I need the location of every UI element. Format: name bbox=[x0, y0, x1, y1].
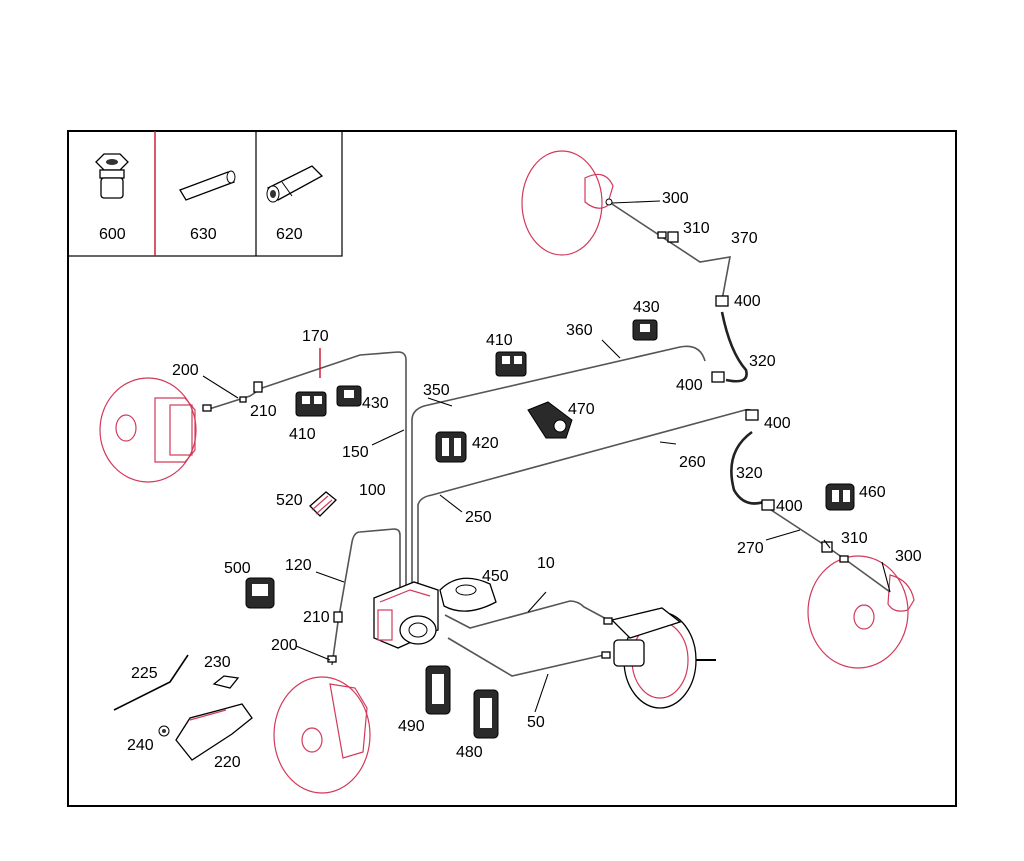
callout-260: 260 bbox=[679, 454, 706, 471]
callout-240: 240 bbox=[127, 737, 154, 754]
leader-lines bbox=[202, 200, 891, 713]
fittings bbox=[202, 231, 849, 663]
clip-430-upper bbox=[632, 319, 658, 341]
callout-310-upper: 310 bbox=[683, 220, 710, 237]
callout-450: 450 bbox=[482, 568, 509, 585]
nut-240 bbox=[158, 725, 170, 737]
callout-480: 480 bbox=[456, 744, 483, 761]
clip-460 bbox=[825, 483, 855, 511]
callout-460: 460 bbox=[859, 484, 886, 501]
callout-50: 50 bbox=[527, 714, 545, 731]
bracket-410-upper bbox=[495, 351, 527, 377]
grommet-450 bbox=[439, 577, 497, 612]
callout-10: 10 bbox=[537, 555, 555, 572]
clip-500 bbox=[245, 577, 275, 609]
cable-tie-225 bbox=[113, 654, 189, 711]
callout-200-upper: 200 bbox=[172, 362, 199, 379]
hex-socket-icon bbox=[266, 165, 324, 203]
clip-420 bbox=[435, 431, 467, 463]
clip-520 bbox=[309, 491, 337, 517]
callout-470: 470 bbox=[568, 401, 595, 418]
bracket-490 bbox=[425, 665, 451, 715]
clip-470 bbox=[527, 401, 573, 439]
callout-410-left: 410 bbox=[289, 426, 316, 443]
abs-hydraulic-unit bbox=[373, 581, 439, 649]
callout-370: 370 bbox=[731, 230, 758, 247]
callout-520: 520 bbox=[276, 492, 303, 509]
callout-170: 170 bbox=[302, 328, 329, 345]
callout-400-b: 400 bbox=[676, 377, 703, 394]
legend-label-630: 630 bbox=[190, 226, 217, 243]
callout-410-upper: 410 bbox=[486, 332, 513, 349]
callout-150: 150 bbox=[342, 444, 369, 461]
callout-430-left: 430 bbox=[362, 395, 389, 412]
callout-310-lower: 310 bbox=[841, 530, 868, 547]
callout-300-lower: 300 bbox=[895, 548, 922, 565]
front-left-brake-disc bbox=[99, 377, 197, 483]
legend-label-620: 620 bbox=[276, 226, 303, 243]
callout-300-upper: 300 bbox=[662, 190, 689, 207]
front-right-brake-disc bbox=[273, 676, 371, 794]
legend-label-600: 600 bbox=[99, 226, 126, 243]
rear-left-brake-disc bbox=[807, 555, 915, 669]
callout-430-upper: 430 bbox=[633, 299, 660, 316]
callout-100: 100 bbox=[359, 482, 386, 499]
callout-490: 490 bbox=[398, 718, 425, 735]
callout-210-upper: 210 bbox=[250, 403, 277, 420]
callout-400-d: 400 bbox=[776, 498, 803, 515]
callout-230: 230 bbox=[204, 654, 231, 671]
brake-lines bbox=[205, 203, 891, 677]
callout-400-c: 400 bbox=[764, 415, 791, 432]
diagram-frame bbox=[67, 130, 957, 807]
callout-labels: 10 50 100 120 150 170 200 200 210 210 22… bbox=[127, 190, 922, 771]
clip-430-left bbox=[336, 385, 362, 407]
bracket-220 bbox=[175, 703, 253, 761]
callout-200-lower: 200 bbox=[271, 637, 298, 654]
callout-360: 360 bbox=[566, 322, 593, 339]
callout-270: 270 bbox=[737, 540, 764, 557]
legend-box: 600 630 620 bbox=[67, 130, 343, 257]
adapter-nut-icon bbox=[95, 153, 129, 199]
callout-225: 225 bbox=[131, 665, 158, 682]
callout-120: 120 bbox=[285, 557, 312, 574]
rear-right-brake-disc bbox=[521, 150, 614, 256]
sleeve-icon bbox=[179, 170, 236, 201]
brake-booster bbox=[610, 607, 716, 709]
callout-350: 350 bbox=[423, 382, 450, 399]
callout-320-upper: 320 bbox=[749, 353, 776, 370]
callout-220: 220 bbox=[214, 754, 241, 771]
bracket-410-left bbox=[295, 391, 327, 417]
callout-420: 420 bbox=[472, 435, 499, 452]
callout-400-a: 400 bbox=[734, 293, 761, 310]
clip-230 bbox=[212, 675, 240, 689]
callout-250: 250 bbox=[465, 509, 492, 526]
bracket-480 bbox=[473, 689, 499, 739]
callout-320-lower: 320 bbox=[736, 465, 763, 482]
callout-500: 500 bbox=[224, 560, 251, 577]
callout-210-lower: 210 bbox=[303, 609, 330, 626]
